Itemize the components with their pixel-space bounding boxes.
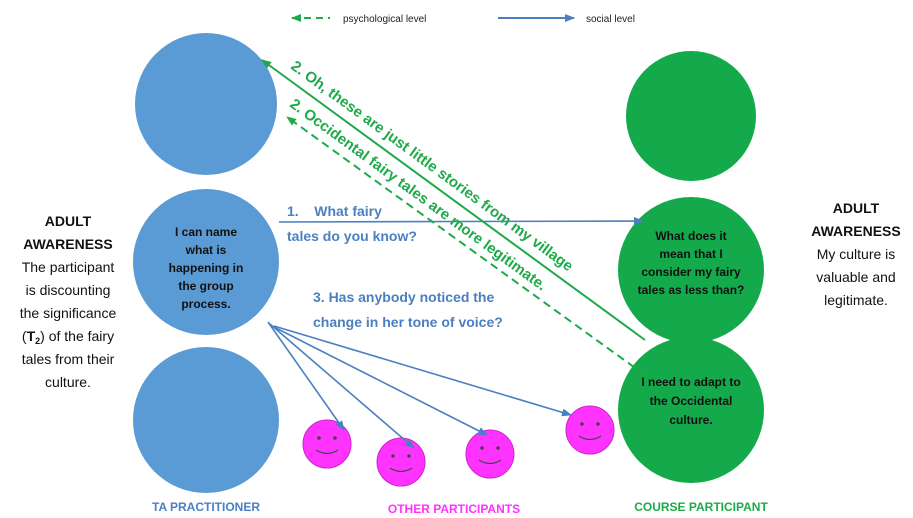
cp-child-text: I need to adapt to the Occidental cultur… [641,375,740,427]
arrow-to-smiley-4 [273,325,572,417]
message-1-line2: tales do you know? [287,228,417,244]
svg-text:the significance: the significance [20,305,117,321]
course-participant-label: COURSE PARTICIPANT [634,500,768,514]
svg-text:AWARENESS: AWARENESS [811,223,900,239]
svg-text:the Occidental: the Occidental [650,394,733,408]
legend: psychological level social level [291,14,635,25]
svg-text:culture.: culture. [45,374,91,390]
svg-text:legitimate.: legitimate. [824,292,888,308]
svg-text:consider my fairy: consider my fairy [641,265,741,279]
ta-adult-circle [133,189,279,335]
arrow-cp-to-ta-solid [261,59,646,341]
svg-text:is discounting: is discounting [26,282,111,298]
message-3-line2: change in her tone of voice? [313,314,503,330]
svg-text:the group: the group [178,279,233,293]
svg-text:what is: what is [185,243,227,257]
psychological-legend-label: psychological level [343,14,426,25]
svg-text:What does it: What does it [655,229,726,243]
message-2b: 2. Occidental fairy tales are more legit… [287,96,550,295]
cp-adult-circle [618,197,764,343]
svg-text:tales as less than?: tales as less than? [638,283,745,297]
right-adult-awareness: ADULT AWARENESS My culture is valuable a… [811,200,900,308]
ta-parent-circle [135,33,277,175]
svg-text:valuable and: valuable and [816,269,895,285]
svg-text:mean that I: mean that I [659,247,722,261]
svg-text:I need to adapt to: I need to adapt to [641,375,740,389]
svg-text:ADULT: ADULT [833,200,880,216]
arrows-to-participants [267,217,644,449]
arrow-cp-to-ta-dashed [286,116,646,376]
svg-text:The participant: The participant [22,259,115,275]
arrow-to-smiley-2 [269,323,415,449]
svg-text:culture.: culture. [669,413,712,427]
smiley-1 [302,419,352,469]
svg-text:I can name: I can name [175,225,237,239]
ta-adult-text: I can name what is happening in the grou… [169,225,244,311]
smiley-3 [465,429,515,479]
svg-text:My culture is: My culture is [817,246,896,262]
arrow-to-smiley-1 [267,321,345,431]
cp-child-circle [618,337,764,483]
message-3-line1: 3. Has anybody noticed the [313,289,494,305]
svg-text:ADULT: ADULT [45,213,92,229]
left-adult-awareness: ADULT AWARENESS The participant is disco… [20,213,117,390]
social-legend-label: social level [586,14,635,25]
other-participants-label: OTHER PARTICIPANTS [388,502,520,516]
smiley-4 [565,405,615,455]
arrow-ta-to-cp-adult [278,217,644,226]
svg-text:tales from their: tales from their [22,351,115,367]
message-1-line1: 1. What fairy [287,203,382,219]
cp-parent-circle [626,51,756,181]
ta-child-circle [133,347,279,493]
smiley-2 [376,437,426,487]
arrow-to-smiley-3 [271,325,488,436]
ta-practitioner-label: TA PRACTITIONER [152,500,260,514]
svg-text:AWARENESS: AWARENESS [23,236,112,252]
svg-text:happening in: happening in [169,261,244,275]
cp-adult-text: What does it mean that I consider my fai… [638,229,745,297]
svg-text:process.: process. [181,297,230,311]
t2-line: (T2) of the fairy [22,328,114,346]
